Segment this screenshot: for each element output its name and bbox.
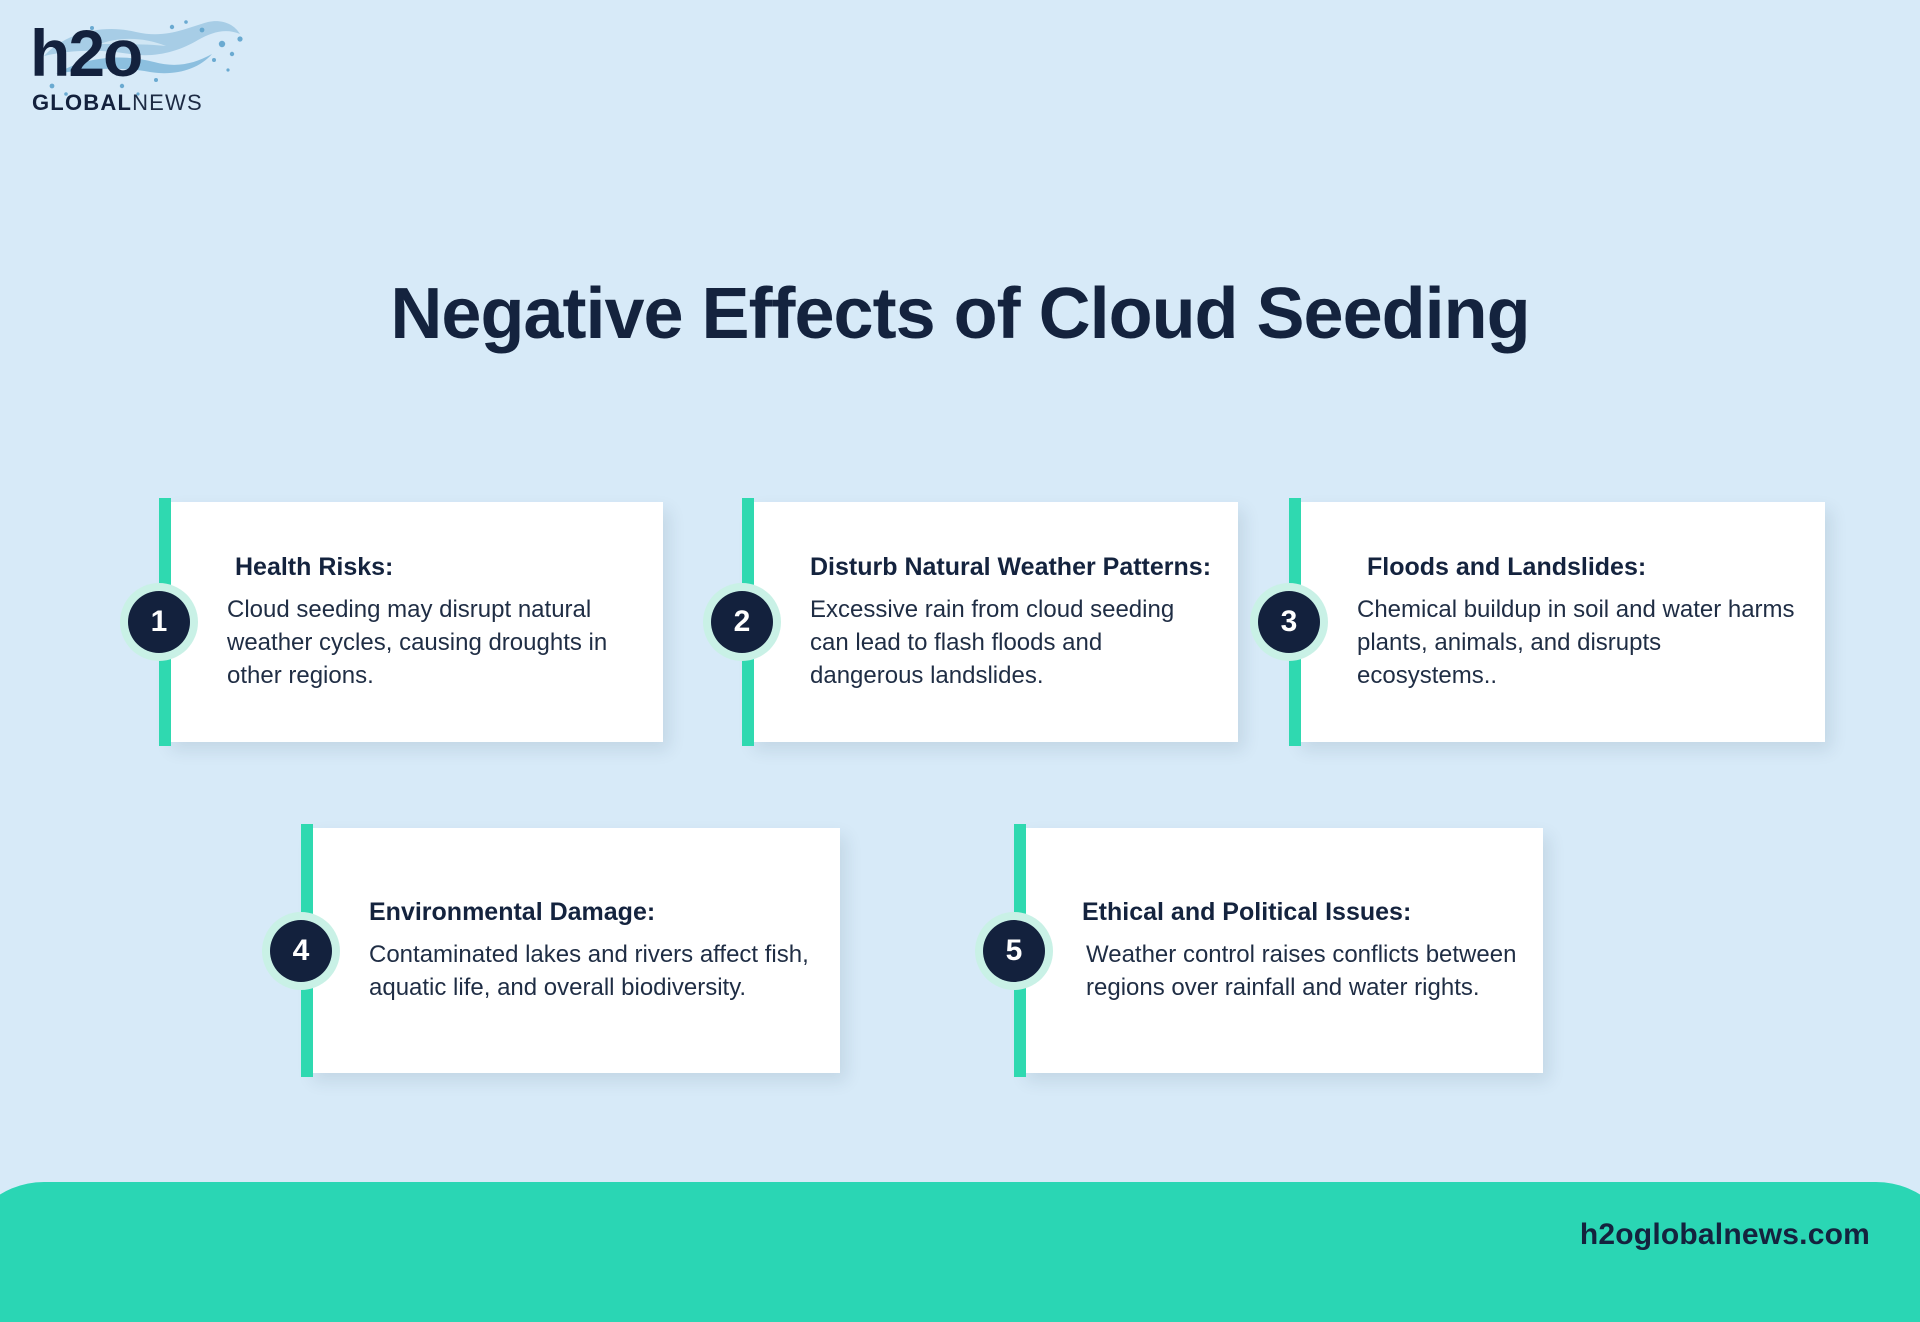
step-number-4: 4 [270, 920, 332, 982]
logo-wordmark: h2o [30, 20, 143, 86]
logo-tagline: GLOBALNEWS [32, 90, 203, 116]
info-card-5: 5 Ethical and Political Issues: Weather … [975, 824, 1543, 1077]
page-title: Negative Effects of Cloud Seeding [390, 274, 1530, 355]
card-text-3: Chemical buildup in soil and water harms… [1357, 595, 1795, 689]
card-title-5: Ethical and Political Issues: [1082, 898, 1412, 927]
step-number-5: 5 [983, 920, 1045, 982]
footer-website-url[interactable]: h2oglobalnews.com [1579, 1218, 1870, 1251]
step-badge-5: 5 [975, 912, 1053, 990]
logo-tagline-global: GLOBAL [32, 90, 133, 115]
info-card-3: 3 Floods and Landslides: Chemical buildu… [1250, 498, 1825, 746]
step-badge-4: 4 [262, 912, 340, 990]
card-content: Disturb Natural Weather Patterns: Excess… [810, 502, 1216, 742]
logo-tagline-news: NEWS [132, 90, 203, 115]
step-badge-2: 2 [703, 583, 781, 661]
step-number-3: 3 [1258, 591, 1320, 653]
info-card-2: 2 Disturb Natural Weather Patterns: Exce… [703, 498, 1238, 746]
card-content: Environmental Damage: Contaminated lakes… [369, 828, 818, 1073]
card-title-3: Floods and Landslides: [1367, 553, 1647, 582]
card-title-4: Environmental Damage: [369, 898, 656, 927]
card-title-2: Disturb Natural Weather Patterns: [810, 553, 1212, 582]
info-card-4: 4 Environmental Damage: Contaminated lak… [262, 824, 840, 1077]
card-content: Health Risks: Cloud seeding may disrupt … [227, 502, 641, 742]
footer-bar: h2oglobalnews.com [0, 1182, 1920, 1322]
card-text-4: Contaminated lakes and rivers affect fis… [369, 940, 809, 1001]
card-content: Floods and Landslides: Chemical buildup … [1357, 502, 1803, 742]
step-number-2: 2 [711, 591, 773, 653]
card-text-5: Weather control raises conflicts between… [1086, 940, 1517, 1001]
logo-wordmark-h: h2o [30, 16, 143, 90]
step-number-1: 1 [128, 591, 190, 653]
info-card-1: 1 Health Risks: Cloud seeding may disrup… [120, 498, 663, 746]
card-text-2: Excessive rain from cloud seeding can le… [810, 595, 1175, 689]
card-content: Ethical and Political Issues: Weather co… [1082, 828, 1521, 1073]
brand-logo[interactable]: h2o GLOBALNEWS [26, 14, 256, 122]
card-title-1: Health Risks: [235, 553, 394, 582]
step-badge-1: 1 [120, 583, 198, 661]
card-text-1: Cloud seeding may disrupt natural weathe… [227, 595, 608, 689]
step-badge-3: 3 [1250, 583, 1328, 661]
